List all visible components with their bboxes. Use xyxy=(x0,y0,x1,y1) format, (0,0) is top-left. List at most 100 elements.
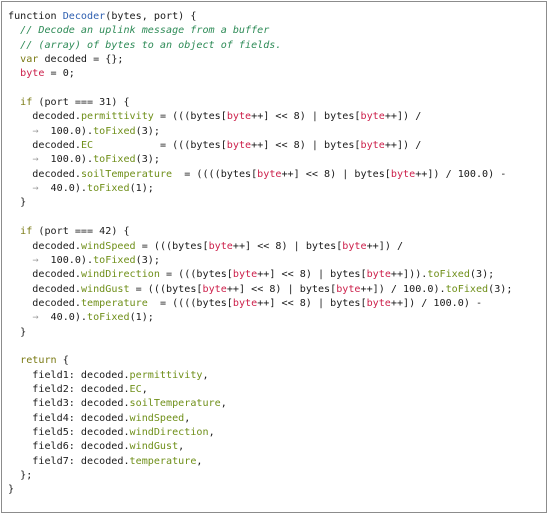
code-text: , xyxy=(220,398,227,410)
function-name: Decoder xyxy=(62,11,106,22)
code-text xyxy=(8,25,20,36)
byte-variable: byte xyxy=(202,283,227,295)
line-continuation-icon: → xyxy=(32,312,39,324)
code-text: decoded. xyxy=(8,297,81,309)
code-text: field2: decoded. xyxy=(8,383,130,395)
code-text: (3); xyxy=(135,125,160,137)
code-text xyxy=(8,154,32,165)
code-line: → 100.0).toFixed(3); xyxy=(8,254,512,268)
byte-variable: byte xyxy=(336,283,361,295)
code-line: // Decode an uplink message from a buffe… xyxy=(8,24,512,38)
code-text: } xyxy=(8,326,27,338)
byte-variable: byte xyxy=(226,111,252,123)
property-name: toFixed xyxy=(93,125,136,137)
code-line: } xyxy=(8,196,512,210)
code-line: → 100.0).toFixed(3); xyxy=(8,153,512,167)
property-name: toFixed xyxy=(87,183,130,195)
code-text: field5: decoded. xyxy=(8,426,130,438)
code-line: decoded.soilTemperature = ((((bytes[byte… xyxy=(8,168,512,182)
code-text xyxy=(8,312,32,323)
keyword: if xyxy=(20,226,33,238)
code-text: , xyxy=(141,383,148,395)
code-line: byte = 0; xyxy=(8,67,512,81)
code-line: decoded.windSpeed = (((bytes[byte++] << … xyxy=(8,240,512,254)
code-line: field1: decoded.permittivity, xyxy=(8,369,512,383)
property-name: windGust xyxy=(129,441,179,453)
code-text: (1); xyxy=(129,183,154,195)
property-name: EC xyxy=(129,383,142,395)
code-line: field6: decoded.windGust, xyxy=(8,440,512,454)
byte-variable: byte xyxy=(20,68,45,80)
code-text: 40.0). xyxy=(38,183,88,195)
code-text: (3); xyxy=(469,269,495,281)
byte-variable: byte xyxy=(360,111,385,123)
line-continuation-icon: → xyxy=(32,183,39,195)
property-name: toFixed xyxy=(87,312,130,324)
code-text: ++]) / 100.0) - xyxy=(390,297,483,309)
code-text: ++]) / xyxy=(384,111,422,123)
code-line: // (array) of bytes to an object of fiel… xyxy=(8,39,512,53)
keyword: if xyxy=(20,97,33,109)
property-name: soilTemperature xyxy=(80,168,173,180)
property-name: windDirection xyxy=(80,269,160,281)
code-line: decoded.windDirection = (((bytes[byte++]… xyxy=(8,268,512,282)
code-text xyxy=(8,255,32,266)
byte-variable: byte xyxy=(226,140,252,152)
code-line: → 40.0).toFixed(1); xyxy=(8,311,512,325)
byte-variable: byte xyxy=(366,269,391,281)
property-name: windDirection xyxy=(129,426,209,438)
code-line: if (port === 31) { xyxy=(8,96,512,110)
code-line: } xyxy=(8,326,512,340)
code-line: field7: decoded.temperature, xyxy=(8,455,512,469)
byte-variable: byte xyxy=(257,168,282,180)
code-text: decoded. xyxy=(8,140,81,152)
code-text: decoded. xyxy=(8,283,81,295)
property-name: toFixed xyxy=(93,154,136,166)
code-text: ++]) / 100.0). xyxy=(360,283,446,295)
line-continuation-icon: → xyxy=(32,154,39,166)
code-text: = (((bytes[ xyxy=(93,140,227,152)
code-text: field6: decoded. xyxy=(8,441,130,453)
byte-variable: byte xyxy=(366,297,391,309)
code-line: decoded.permittivity = (((bytes[byte++] … xyxy=(8,110,512,124)
code-line: } xyxy=(8,483,512,497)
line-continuation-icon: → xyxy=(32,125,39,137)
code-text: ++] << 8) | bytes[ xyxy=(251,111,361,123)
code-text: (port === 31) { xyxy=(32,97,130,109)
code-text: = ((((bytes[ xyxy=(147,297,233,309)
code-text: ++]) / xyxy=(384,140,422,152)
code-text: } xyxy=(8,484,15,496)
code-listing: function Decoder(bytes, port) { // Decod… xyxy=(8,10,512,498)
property-name: temperature xyxy=(80,297,148,309)
code-line: → 40.0).toFixed(1); xyxy=(8,182,512,196)
code-text xyxy=(8,54,20,65)
code-text xyxy=(8,97,20,108)
code-text: (3); xyxy=(488,283,513,295)
code-line: function Decoder(bytes, port) { xyxy=(8,10,512,24)
code-text xyxy=(8,68,20,79)
code-text: = 0; xyxy=(44,68,75,80)
code-text: (3); xyxy=(135,254,160,266)
code-line: var decoded = {}; xyxy=(8,53,512,67)
code-text: field4: decoded. xyxy=(8,412,130,424)
code-text: = ((((bytes[ xyxy=(172,168,258,180)
code-text: ++] << 8) | bytes[ xyxy=(281,168,391,180)
byte-variable: byte xyxy=(390,168,416,180)
property-name: permittivity xyxy=(129,369,203,381)
code-text: decoded = {}; xyxy=(38,54,124,66)
property-name: soilTemperature xyxy=(129,398,221,410)
code-text: (port === 42) { xyxy=(32,226,130,238)
code-text: 100.0). xyxy=(38,125,94,137)
code-text: = (((bytes[ xyxy=(135,240,209,252)
code-text: = (((bytes[ xyxy=(153,111,227,123)
property-name: EC xyxy=(80,140,94,152)
code-text xyxy=(8,355,20,366)
code-text: 100.0). xyxy=(38,154,94,166)
code-text: , xyxy=(178,441,185,453)
code-text xyxy=(8,126,32,137)
code-text xyxy=(8,40,20,51)
code-line: decoded.EC = (((bytes[byte++] << 8) | by… xyxy=(8,139,512,153)
code-text: ++] << 8) | bytes[ xyxy=(232,240,343,252)
code-text: , xyxy=(196,455,203,467)
